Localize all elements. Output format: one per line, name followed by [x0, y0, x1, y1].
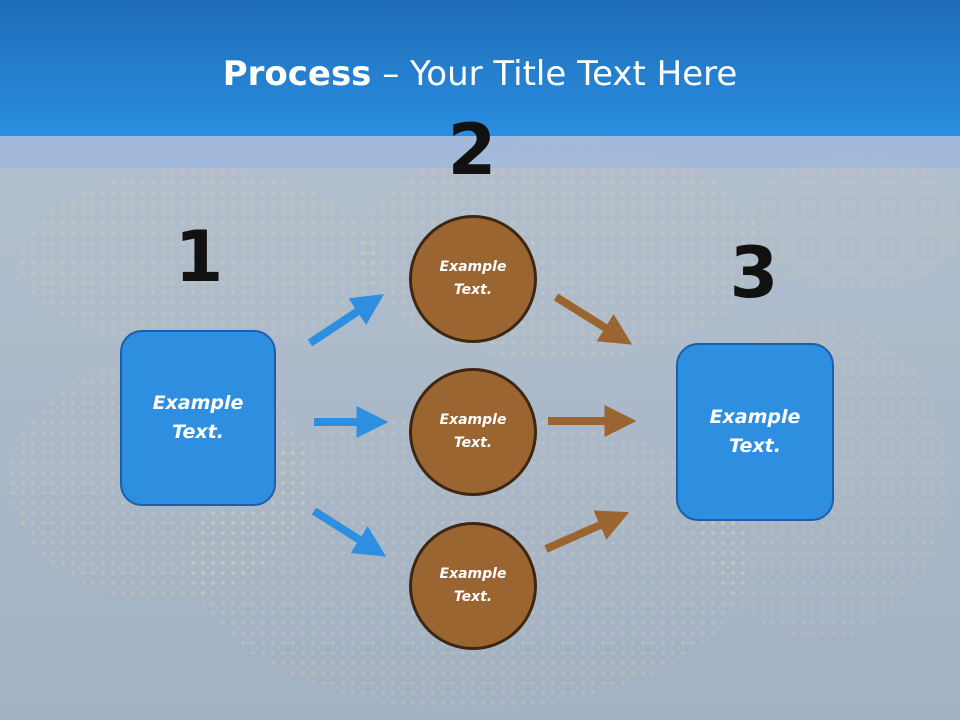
arrow-bottom-to-right [544, 510, 630, 553]
step-1-box: Example Text. [120, 330, 276, 506]
arrow-left-to-bottom [311, 507, 387, 557]
step-number-3: 3 [729, 232, 779, 314]
step-number-1: 1 [174, 216, 224, 298]
step-2-circle-middle: Example Text. [409, 368, 537, 496]
slide-title: Process – Your Title Text Here [0, 52, 960, 96]
circle-bottom-line1: Example [439, 566, 507, 582]
circle-middle-line1: Example [439, 412, 507, 428]
step-2-circle-top: Example Text. [409, 215, 537, 343]
step-2-circle-bottom: Example Text. [409, 522, 537, 650]
step-3-box: Example Text. [676, 343, 834, 521]
title-rest: – Your Title Text Here [371, 54, 738, 94]
step-1-line1: Example [152, 392, 244, 414]
step-1-line2: Text. [172, 421, 224, 443]
title-bar [0, 0, 960, 136]
arrow-left-to-top [307, 294, 385, 347]
step-number-2: 2 [447, 109, 497, 191]
circle-bottom-line2: Text. [453, 589, 493, 605]
step-3-line1: Example [709, 406, 801, 428]
circle-top-line2: Text. [453, 282, 493, 298]
header-stripe [0, 136, 960, 168]
title-bold: Process [222, 54, 372, 94]
arrow-top-to-right [553, 293, 633, 345]
circle-top-line1: Example [439, 259, 507, 275]
circle-middle-line2: Text. [453, 435, 493, 451]
step-3-line2: Text. [729, 435, 781, 457]
